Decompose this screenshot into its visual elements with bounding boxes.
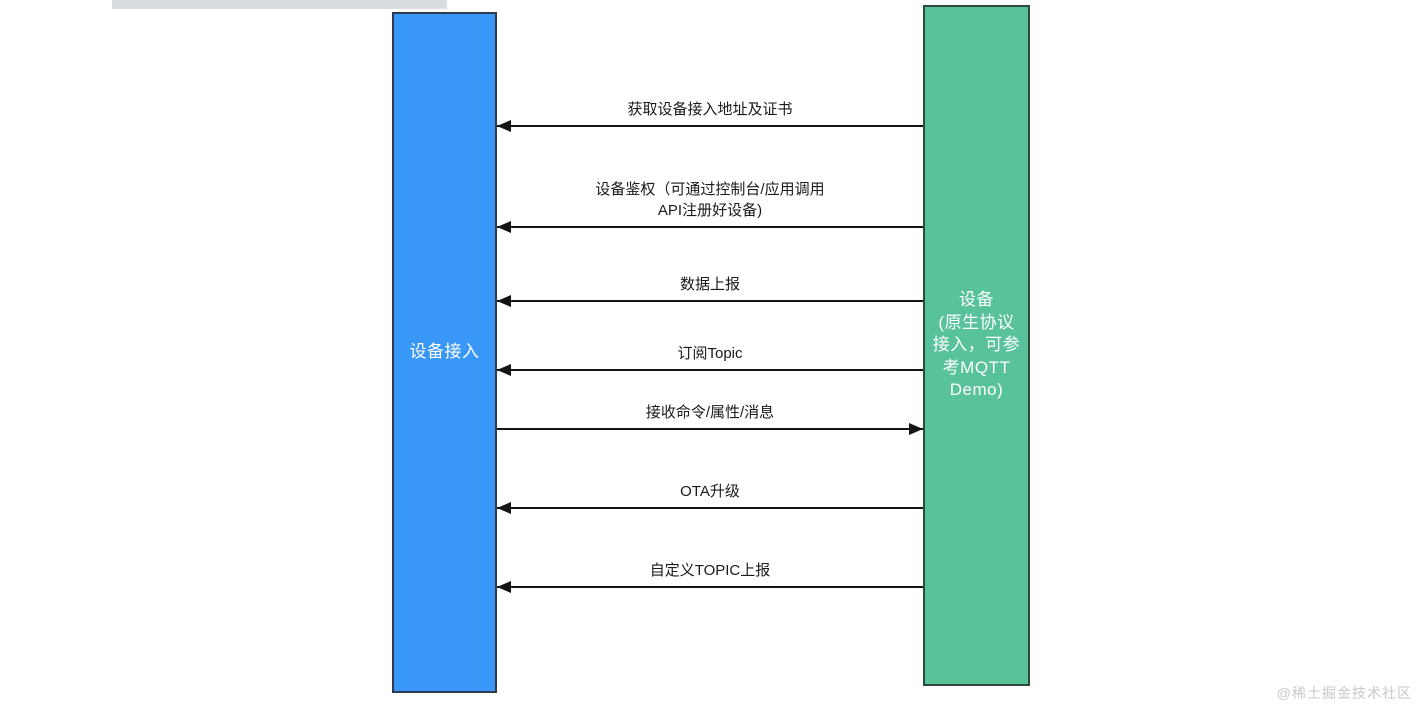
message-label: OTA升级	[680, 483, 740, 501]
message-label: 设备鉴权（可通过控制台/应用调用 API注册好设备)	[595, 180, 825, 220]
arrowhead-left-icon	[497, 120, 511, 132]
arrow-line	[497, 502, 923, 514]
arrow-line	[497, 581, 923, 593]
lifeline-device: 设备 (原生协议 接入，可参 考MQTT Demo)	[923, 5, 1030, 686]
arrowhead-right-icon	[909, 423, 923, 435]
message-label: 获取设备接入地址及证书	[627, 101, 793, 119]
message-label: 数据上报	[679, 276, 740, 294]
arrow-line	[497, 423, 923, 435]
message-label: 接收命令/属性/消息	[645, 404, 775, 422]
watermark-text: @稀土掘金技术社区	[1276, 685, 1412, 701]
arrow-line	[497, 221, 923, 233]
arrowhead-left-icon	[497, 581, 511, 593]
lifeline-device-access: 设备接入	[392, 12, 497, 693]
arrow-line	[497, 120, 923, 132]
message-subscribe-topic: 订阅Topic	[497, 345, 923, 376]
arrowhead-left-icon	[497, 221, 511, 233]
arrowhead-left-icon	[497, 364, 511, 376]
top-edge-artifact-bar	[112, 0, 447, 9]
lifeline-device-access-label: 设备接入	[409, 342, 480, 362]
arrowhead-left-icon	[497, 295, 511, 307]
message-data-report: 数据上报	[497, 276, 923, 307]
message-receive-command-property-message: 接收命令/属性/消息	[497, 404, 923, 435]
message-ota-upgrade: OTA升级	[497, 483, 923, 514]
arrow-line	[497, 295, 923, 307]
arrowhead-left-icon	[497, 502, 511, 514]
lifeline-device-label: 设备 (原生协议 接入，可参 考MQTT Demo)	[932, 290, 1021, 400]
message-label: 订阅Topic	[677, 345, 743, 363]
arrow-line	[497, 364, 923, 376]
message-get-access-address-cert: 获取设备接入地址及证书	[497, 101, 923, 132]
message-custom-topic-report: 自定义TOPIC上报	[497, 562, 923, 593]
message-device-auth: 设备鉴权（可通过控制台/应用调用 API注册好设备)	[497, 181, 923, 233]
message-label: 自定义TOPIC上报	[649, 562, 771, 580]
